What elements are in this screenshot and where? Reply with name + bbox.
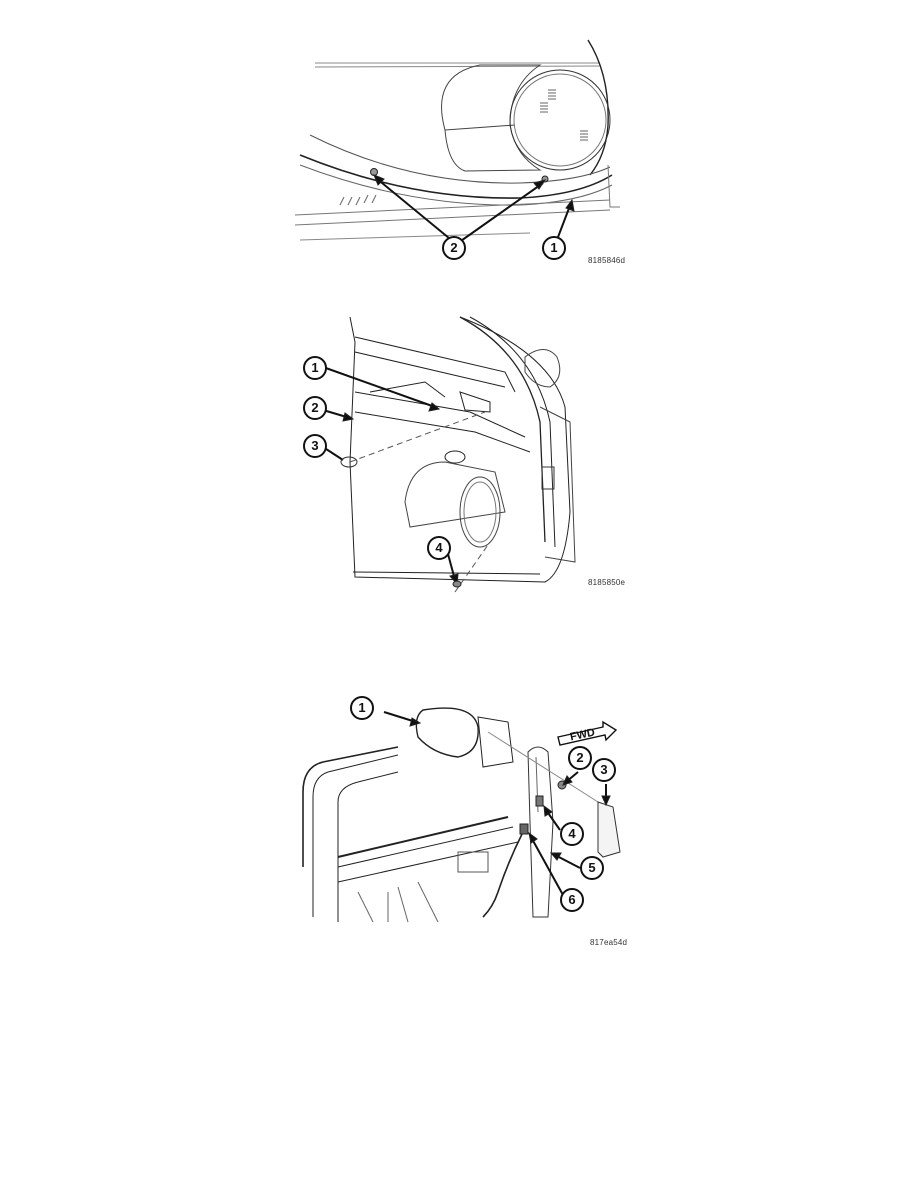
figure-id-label: 8185846d [588,256,626,265]
callout-1: 1 [303,356,327,380]
callout-2: 2 [442,236,466,260]
callout-6: 6 [560,888,584,912]
mirror-door-illustration [302,707,621,923]
callout-2: 2 [568,746,592,770]
callout-3: 3 [592,758,616,782]
callout-5: 5 [580,856,604,880]
callout-4: 4 [560,822,584,846]
figure-door-trim-fasteners: 2 1 [290,35,620,275]
door-trim-lower-illustration [294,39,620,246]
fwd-arrow-icon [557,720,618,746]
figure-door-trim-removal: 1 2 3 4 [295,312,625,597]
callout-4: 4 [427,536,451,560]
callout-1: 1 [350,696,374,720]
callout-2: 2 [303,396,327,420]
figure-mirror-removal: 1 2 3 4 5 6 FWD [298,692,628,923]
figure-id-label: 817ea54d [590,938,628,947]
figure-id-label: 8185850e [588,578,626,587]
door-trim-panel-illustration [322,316,576,593]
callout-3: 3 [303,434,327,458]
callout-1: 1 [542,236,566,260]
